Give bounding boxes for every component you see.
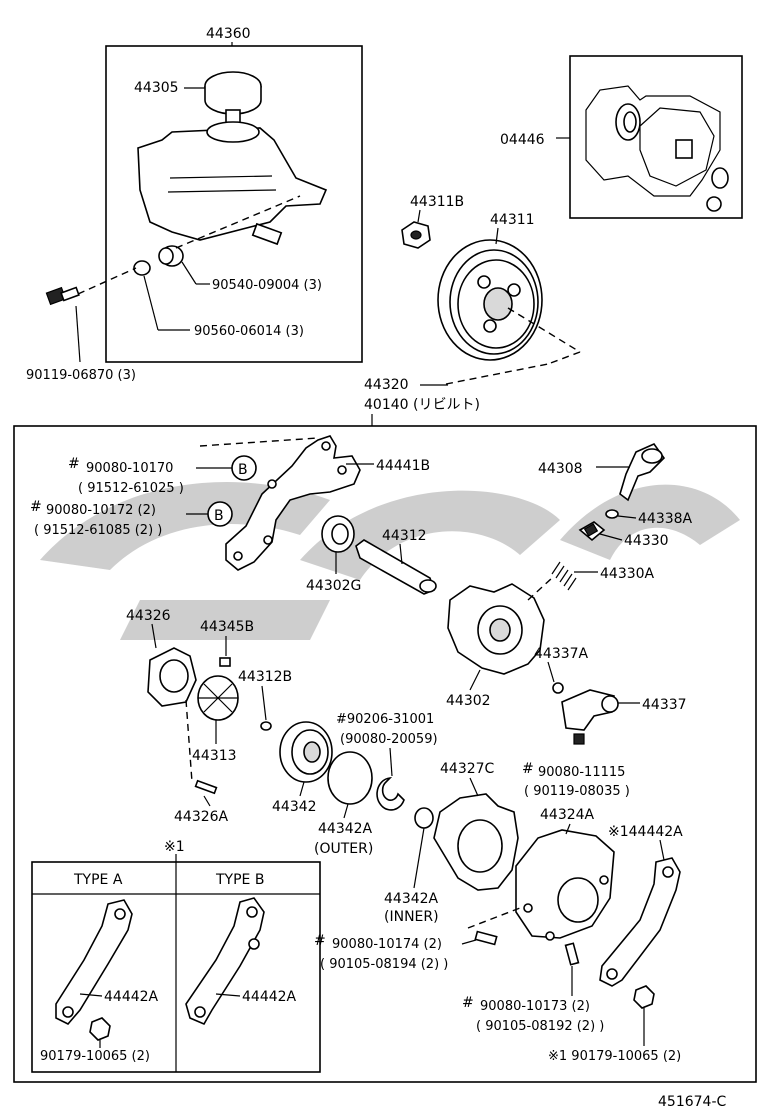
plate [279, 721, 333, 783]
valve [578, 521, 606, 542]
reservoir-assembly-label: 44360 [206, 26, 251, 42]
bolt-5 [564, 942, 580, 966]
vane-label: 44345B [200, 619, 254, 635]
pump-assembly-box [13, 425, 757, 1083]
stay-b-label: 44442A [242, 989, 297, 1005]
housing [447, 583, 545, 675]
bolt-4-label: 90080-10174 (2) [332, 937, 442, 952]
pin-label: 44326A [174, 809, 229, 825]
oring-inner-label: 44342A [384, 891, 439, 907]
oring-outer-label: 44342A [318, 821, 373, 837]
rotor [197, 675, 239, 721]
stay-right-label: ※144442A [608, 824, 683, 840]
spring [551, 561, 577, 591]
oring-2 [552, 682, 564, 694]
reservoir-tank [137, 121, 328, 246]
union-label: 44337 [642, 697, 687, 713]
oring-outer-text: (OUTER) [314, 841, 373, 857]
pulley-nut-label: 44311B [410, 194, 464, 210]
pulley [437, 239, 543, 361]
plate-label: 44342 [272, 799, 317, 815]
bolt-3-label: 90080-11115 [538, 765, 625, 780]
oring-inner-text: (INNER) [384, 909, 439, 925]
pump-main-label: 44320 [364, 377, 409, 393]
spring-label: 44330A [600, 566, 655, 582]
type-note: ※1 [164, 839, 185, 855]
snap-ring [376, 777, 405, 811]
rotor-label: 44313 [192, 748, 237, 764]
union [561, 689, 619, 745]
diagram-code: 451674-C [658, 1094, 726, 1110]
shaft-label: 44312 [382, 528, 427, 544]
bolt-3-hash: # [522, 761, 534, 777]
gasket [433, 793, 519, 891]
oring-1 [605, 509, 619, 519]
seal-kit-box [569, 55, 743, 219]
pump-rebuilt-label: 40140 (リビルト) [364, 397, 480, 413]
cam-ring-label: 44326 [126, 608, 171, 624]
gasket-label: 44327C [440, 761, 495, 777]
grommet-small [133, 260, 151, 276]
stay-right-bolt-label: ※1 90179-10065 (2) [548, 1049, 681, 1064]
reservoir-cap [204, 71, 262, 127]
grommet-large-label: 90540-09004 (3) [212, 278, 322, 293]
ring-1-label: #90206-31001 [336, 712, 434, 727]
ring-1-alt-label: (90080-20059) [340, 732, 438, 747]
bolt-4 [474, 930, 498, 946]
rear-cover-label: 44324A [540, 807, 595, 823]
type-bolt-label: 90179-10065 (2) [40, 1049, 150, 1064]
rear-cover [515, 829, 615, 941]
clip-label: 44312B [238, 669, 292, 685]
bolt-2-label: 90080-10172 (2) [46, 503, 156, 518]
valve-label: 44330 [624, 533, 669, 549]
bolt-5-hash: # [462, 995, 474, 1011]
fitting [619, 443, 666, 502]
fitting-label: 44308 [538, 461, 583, 477]
seal-kit-parts [585, 85, 729, 212]
stay-type-a [55, 899, 133, 1041]
grommet-large [158, 245, 184, 267]
bolt-1-hash: # [68, 456, 80, 472]
reservoir-box [105, 45, 363, 363]
bracket-label: 44441B [376, 458, 430, 474]
vane [219, 657, 231, 667]
bearing-label: 44302G [306, 578, 361, 594]
oring-1-label: 44338A [638, 511, 693, 527]
bolt-5-alt-label: ( 90105-08192 (2) ) [476, 1019, 604, 1034]
bolt-2-alt-label: ( 91512-61085 (2) ) [34, 523, 162, 538]
shaft [355, 539, 437, 595]
bolt-1-alt-label: ( 91512-61025 ) [78, 481, 184, 496]
mark-b-1: B [238, 462, 248, 478]
seal-kit-label: 04446 [500, 132, 545, 148]
pulley-label: 44311 [490, 212, 535, 228]
type-b-label: TYPE B [215, 872, 264, 888]
pin [194, 779, 218, 795]
housing-label: 44302 [446, 693, 491, 709]
bolt-4-alt-label: ( 90105-08194 (2) ) [320, 957, 448, 972]
reservoir-bolt [45, 286, 80, 306]
stay-a-label: 44442A [104, 989, 159, 1005]
grommet-small-label: 90560-06014 (3) [194, 324, 304, 339]
bearing [321, 515, 355, 553]
type-a-label: TYPE A [73, 872, 123, 888]
stay-type-b [185, 897, 265, 1026]
pulley-nut [401, 221, 431, 249]
cap-label: 44305 [134, 80, 179, 96]
clip [260, 721, 272, 731]
reservoir-bolt-label: 90119-06870 (3) [26, 368, 136, 383]
bolt-3-alt-label: ( 90119-08035 ) [524, 784, 630, 799]
bolt-5-label: 90080-10173 (2) [480, 999, 590, 1014]
bolt-1-label: 90080-10170 [86, 461, 173, 476]
stay-right [599, 857, 681, 1009]
mark-b-2: B [214, 508, 224, 524]
oring-outer [327, 751, 373, 805]
bolt-2-hash: # [30, 499, 42, 515]
bracket [225, 435, 361, 571]
cam-ring [147, 647, 197, 707]
oring-2-label: 44337A [534, 646, 589, 662]
oring-inner [414, 807, 434, 829]
